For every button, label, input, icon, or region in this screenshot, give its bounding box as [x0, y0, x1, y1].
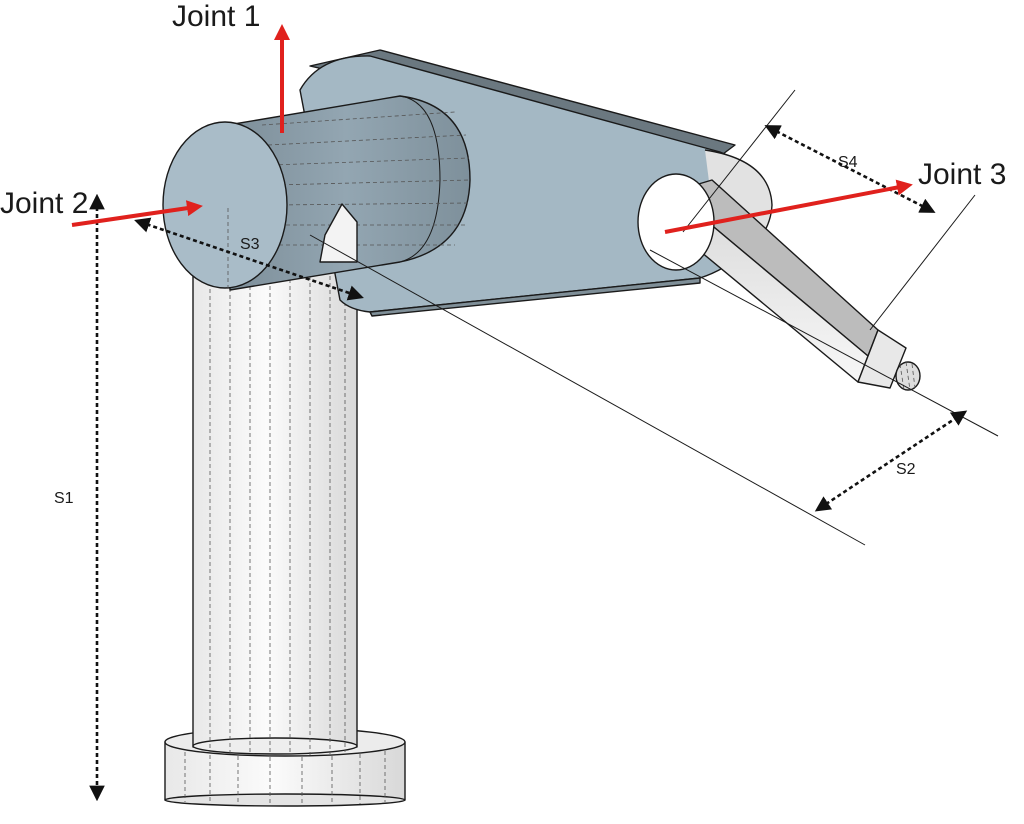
reference-lines — [227, 89, 999, 546]
s1-label: S1 — [54, 490, 74, 507]
joint3-label: Joint 3 — [918, 158, 1006, 191]
dimension-s3 — [134, 217, 364, 301]
joint2-axis-arrow — [71, 200, 203, 227]
dimension-s2 — [814, 410, 968, 512]
base-pillar — [192, 225, 358, 755]
joint3-axis-arrow — [664, 179, 913, 234]
s2-label: S2 — [896, 461, 916, 478]
joint1-label: Joint 1 — [172, 0, 260, 33]
s3-label: S3 — [240, 236, 260, 253]
dimension-s4 — [764, 125, 936, 213]
joint2-label: Joint 2 — [0, 187, 88, 220]
elbow-hub — [637, 173, 715, 271]
shoulder-end-face — [162, 121, 288, 289]
s4-label: S4 — [838, 154, 858, 171]
